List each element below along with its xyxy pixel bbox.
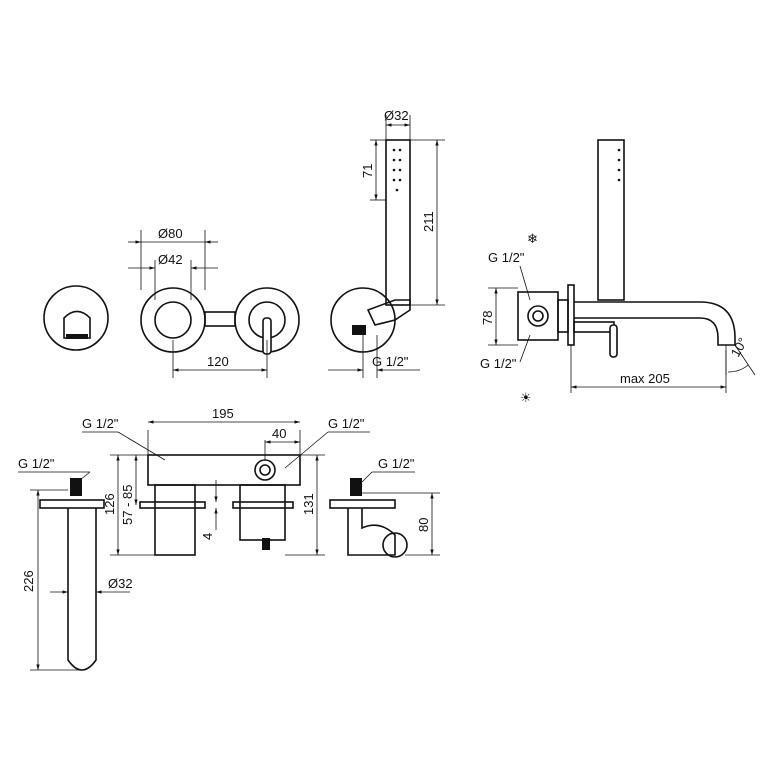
- dim-spout-reach: max 205: [620, 371, 670, 386]
- spout-rosette: [43, 285, 109, 351]
- front-section: G 1/2" 226 Ø32 195 40 G 1/2" G 1/2" 126 …: [18, 406, 440, 671]
- hand-shower: Ø32 71 211: [360, 108, 445, 306]
- label-thread-spout: G 1/2": [18, 456, 55, 471]
- dim-spout-length: 226: [21, 570, 36, 592]
- dim-height: 78: [480, 311, 495, 325]
- dim-outer-diameter: Ø80: [158, 226, 183, 241]
- dim-shower-diameter: Ø32: [384, 108, 409, 123]
- snowflake-icon: ❄: [527, 231, 538, 246]
- side-view: ❄ ☀ G 1/2" G 1/2" 78 max 205 10°: [480, 139, 756, 405]
- holder-rosette: [330, 287, 411, 353]
- top-view: Ø80 Ø42 120 G 1/2": [43, 226, 420, 378]
- label-thread-left: G 1/2": [82, 416, 119, 431]
- dim-head-length: 71: [360, 164, 375, 178]
- dim-holder-depth: 80: [416, 518, 431, 532]
- dim-depth-total: 126: [102, 493, 117, 515]
- dim-body-width: 195: [212, 406, 234, 421]
- dim-outlet-offset: 40: [272, 426, 286, 441]
- label-thread-holder: G 1/2": [378, 456, 415, 471]
- dim-gap: 4: [200, 533, 215, 540]
- dim-inner-diameter: Ø42: [158, 252, 183, 267]
- sun-icon: ☀: [520, 390, 532, 405]
- label-thread-right: G 1/2": [328, 416, 365, 431]
- label-thread-top: G 1/2": [488, 250, 525, 265]
- dim-angle: 10°: [728, 335, 751, 360]
- dim-spacing: 120: [207, 354, 229, 369]
- dim-depth-right: 131: [301, 493, 316, 515]
- dim-spout-diameter: Ø32: [108, 576, 133, 591]
- label-thread-bottom: G 1/2": [480, 356, 517, 371]
- dim-depth-range: 57 - 85: [120, 485, 135, 525]
- dim-total-length: 211: [421, 211, 436, 232]
- dim-holder-thread: G 1/2": [372, 354, 409, 369]
